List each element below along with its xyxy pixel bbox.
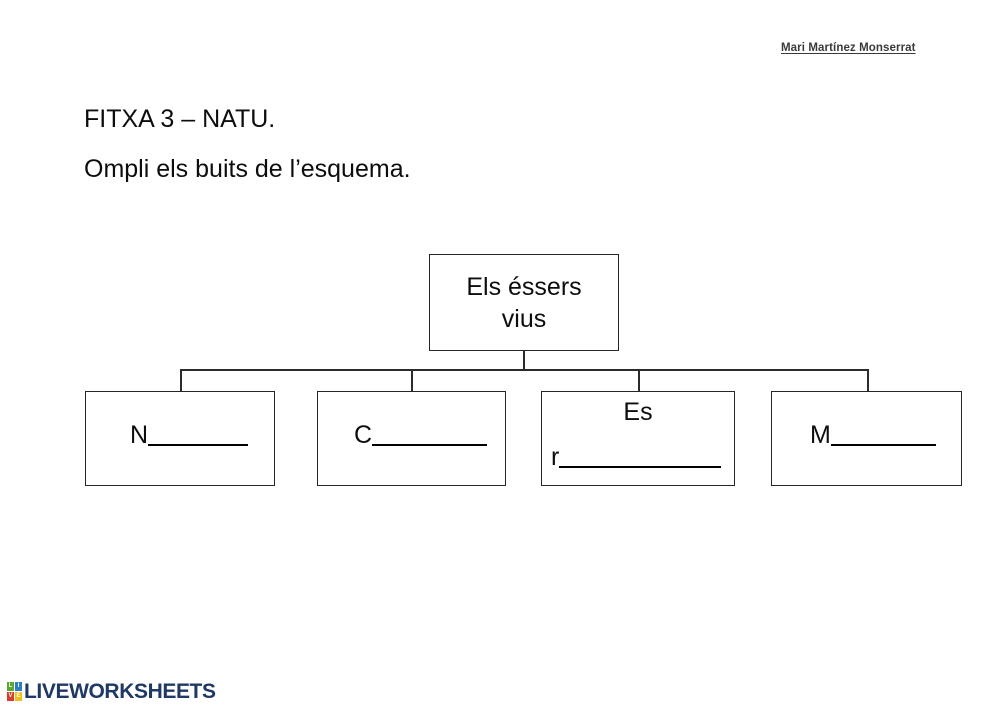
diagram-node-leaf-4[interactable]: M bbox=[771, 391, 962, 486]
diagram-node-root: Els éssers vius bbox=[429, 254, 619, 351]
blank-prefix-letter-1: N bbox=[130, 421, 149, 449]
connector-drop-2 bbox=[411, 369, 413, 391]
node-root-label: Els éssers vius bbox=[466, 272, 582, 333]
connector-drop-4 bbox=[867, 369, 869, 391]
logo-tile-4: E bbox=[15, 692, 22, 701]
liveworksheets-wordmark: LIVEWORKSHEETS bbox=[24, 680, 216, 703]
blank-underline-4[interactable] bbox=[830, 443, 936, 446]
page-title: FITXA 3 – NATU. bbox=[84, 105, 276, 133]
author-credit: Mari Martínez Monserrat bbox=[781, 42, 916, 54]
answer-blank-1[interactable]: N bbox=[130, 421, 249, 449]
blank-prefix-letter-2: C bbox=[354, 421, 373, 449]
blank-prefix-letter-4: M bbox=[810, 421, 831, 449]
diagram-node-leaf-2[interactable]: C bbox=[317, 391, 506, 486]
logo-tile-2: I bbox=[15, 682, 22, 691]
answer-blank-3[interactable]: r bbox=[551, 443, 722, 471]
answer-blank-4[interactable]: M bbox=[810, 423, 936, 448]
liveworksheets-logo[interactable]: L I V E LIVEWORKSHEETS bbox=[7, 681, 216, 702]
logo-tile-1: L bbox=[7, 682, 14, 691]
connector-drop-3 bbox=[638, 369, 640, 391]
diagram-node-leaf-3[interactable]: Es r bbox=[541, 391, 735, 486]
node-leaf-3-top-label: Es bbox=[623, 398, 653, 426]
connector-drop-1 bbox=[180, 369, 182, 391]
diagram-node-leaf-1[interactable]: N bbox=[85, 391, 275, 486]
blank-prefix-letter-3: r bbox=[551, 443, 560, 471]
connector-horizontal-bus bbox=[180, 369, 868, 371]
blank-underline-2[interactable] bbox=[372, 443, 488, 446]
blank-underline-3[interactable] bbox=[559, 465, 722, 468]
logo-tile-3: V bbox=[7, 692, 14, 701]
instruction-text: Ompli els buits de l’esquema. bbox=[84, 155, 411, 183]
connector-root-stem bbox=[523, 351, 525, 370]
answer-blank-2[interactable]: C bbox=[354, 421, 488, 449]
blank-underline-1[interactable] bbox=[148, 443, 249, 446]
liveworksheets-logo-icon: L I V E bbox=[7, 682, 22, 701]
